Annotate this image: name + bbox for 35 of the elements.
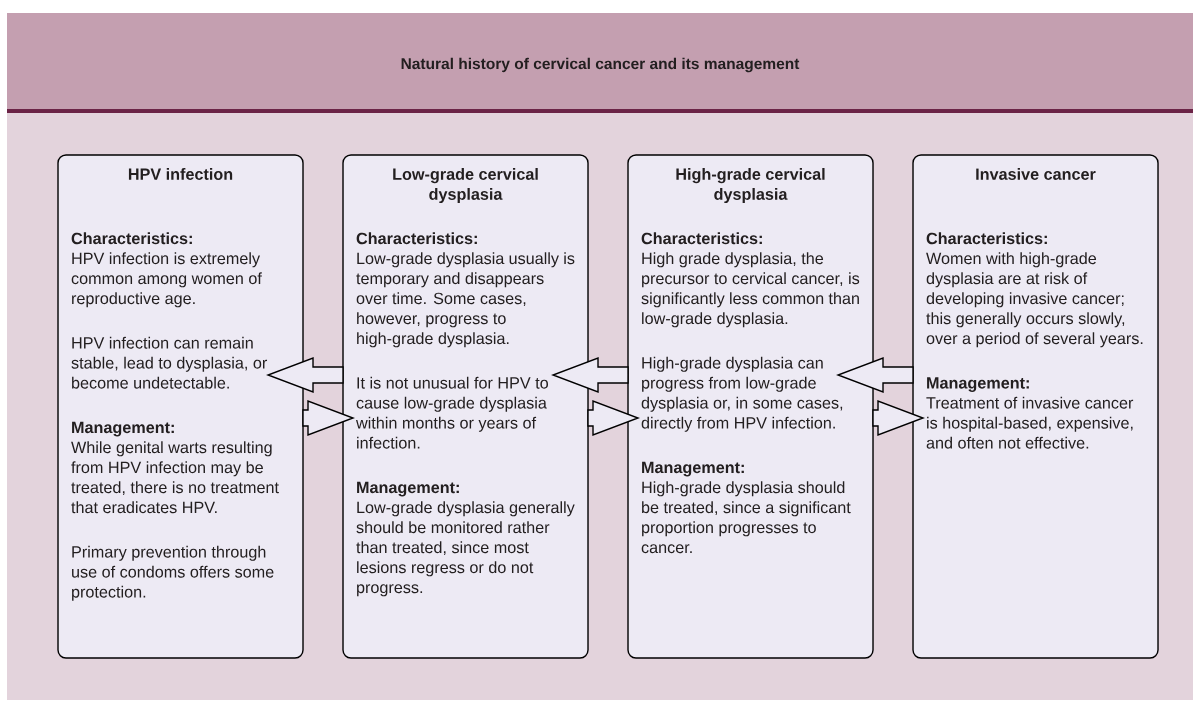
section-heading: Management: (357, 481, 459, 497)
section-heading: Characteristics: (71, 232, 192, 245)
paragraph: Low-grade dysplasia generally should be monitored rather than treated, since most lesions regress or do not progress. (356, 501, 575, 597)
paragraph: While genital warts resulting from HPV infection may be treated, there is no treatment that eradicates HPV. (71, 441, 279, 514)
block-arrow (836, 357, 914, 394)
stage-box (342, 154, 589, 659)
section-heading: Characteristics: (641, 232, 762, 245)
paragraph: High grade dysplasia, the precursor to cervical cancer, is significantly less common than low-grade dysplasia. (641, 252, 860, 328)
paragraph: High-grade dysplasia can progress from low-grade dysplasia or, in some cases, directly from HPV infection. (641, 356, 843, 432)
section-heading: Management: (927, 377, 1029, 392)
paragraph: Primary prevention through use of condoms offers some protection. (72, 545, 274, 601)
box-heading: Low-grade cervical dysplasia (393, 168, 538, 204)
section-heading: Characteristics: (926, 232, 1047, 245)
paragraph: Women with high-grade dysplasia are at risk of developing invasive cancer; this generally occurs slowly, over a period of several years. (926, 252, 1143, 348)
paragraph: HPV infection is extremely common among women of reproductive age. (71, 252, 262, 308)
paragraph: High-grade dysplasia should be treated, since a significant proportion progresses to cancer. (641, 481, 851, 554)
paragraph: It is not unusual for HPV to cause low-grade dysplasia within months or years of infection. (356, 376, 548, 449)
paragraph: Low-grade dysplasia usually is temporary and disappears over time. Some cases, however, progress to high-grade dysplasia. (356, 252, 575, 348)
block-arrow (266, 357, 344, 394)
box-heading: HPV infection (128, 168, 233, 180)
block-arrow (302, 400, 355, 437)
section-heading: Characteristics: (356, 232, 477, 245)
section-heading: Management: (72, 421, 174, 437)
stage-box (912, 154, 1159, 659)
block-arrow (551, 357, 629, 394)
box-heading: Invasive cancer (976, 168, 1096, 180)
box-heading: High-grade cervical dysplasia (676, 168, 825, 204)
section-heading: Management: (642, 461, 744, 477)
paragraph: HPV infection can remain stable, lead to dysplasia, or become undetectable. (71, 336, 267, 389)
block-arrow (587, 400, 640, 437)
paragraph: Treatment of invasive cancer is hospital-based, expensive, and often not effective. (926, 396, 1134, 449)
stage-box (57, 154, 304, 659)
block-arrow (872, 400, 925, 437)
title: Natural history of cervical cancer and its management (401, 57, 800, 73)
stage-box (627, 154, 874, 659)
